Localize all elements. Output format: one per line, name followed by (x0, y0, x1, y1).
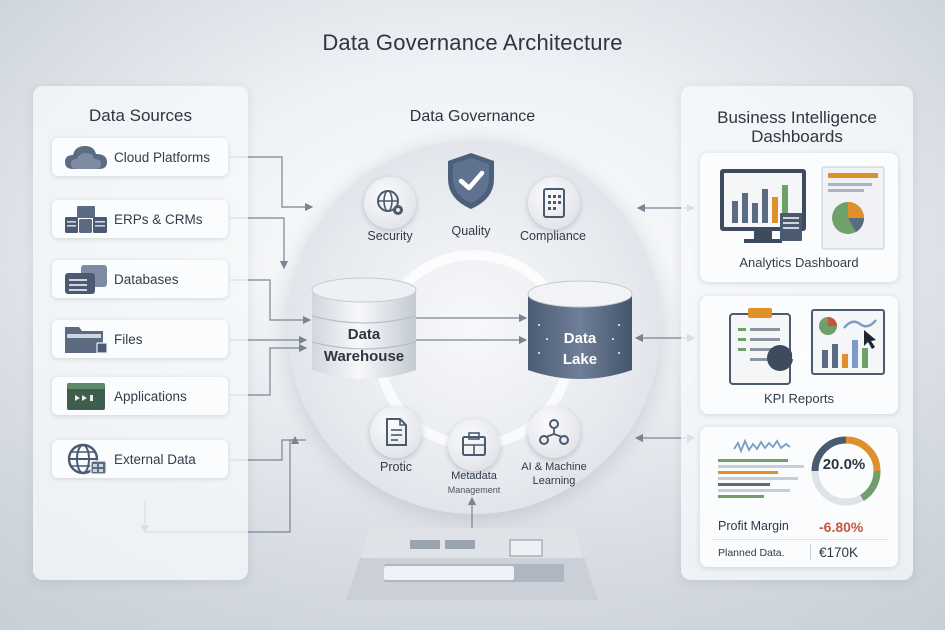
compliance-icon[interactable] (528, 177, 580, 229)
source-label: External Data (114, 451, 196, 467)
source-item-cloud[interactable]: Cloud Platforms (52, 138, 228, 176)
source-label: Cloud Platforms (114, 149, 211, 165)
source-label: Applications (114, 388, 187, 404)
kpi-badge: ER (791, 350, 807, 362)
data-sources-title: Data Sources (89, 106, 192, 125)
profit-margin-value: -6.80% (819, 519, 864, 535)
planned-data-value: €170K (819, 545, 859, 560)
compliance-label: Compliance (519, 229, 586, 243)
source-label: Databases (114, 271, 179, 287)
analytics-dashboard-card[interactable]: Analytics Dashboard (700, 153, 898, 282)
kpi-reports-card[interactable]: ER KPI Reports (700, 296, 898, 414)
kpi-reports-icon (729, 308, 885, 385)
document-icon[interactable] (370, 406, 422, 458)
security-icon[interactable] (364, 177, 416, 229)
folder-icon (62, 324, 110, 354)
protic-label: Protic (380, 460, 412, 474)
data-lake-label: Data Lake (524, 330, 636, 368)
quality-shield-icon[interactable] (444, 151, 498, 216)
data-warehouse-line1: Data (347, 326, 381, 343)
data-warehouse-label: Data Warehouse (308, 326, 420, 365)
ai-network-icon[interactable] (528, 406, 580, 458)
ai-ml-label: AI & Machine Learning (508, 460, 600, 488)
bi-title-line2: Dashboards (751, 127, 843, 146)
source-item-external-data[interactable]: External Data (52, 440, 228, 478)
metrics-card[interactable]: 20.0% Profit Margin -6.80% Planned Data.… (700, 427, 898, 567)
source-item-files[interactable]: Files (52, 320, 228, 358)
ai-ml-line2: Learning (532, 475, 576, 487)
metadata-icon[interactable] (448, 419, 500, 471)
page-title: Data Governance Architecture (322, 30, 623, 55)
source-label: Files (114, 331, 143, 347)
data-lake-line1: Data (563, 330, 597, 347)
profit-margin-label: Profit Margin (718, 519, 789, 533)
globe-icon (62, 443, 110, 475)
metadata-label: Metadata (451, 470, 497, 482)
source-item-erp-crm[interactable]: ERPs & CRMs (52, 200, 228, 238)
metrics-divider (712, 539, 888, 540)
servers-icon (62, 204, 110, 234)
kpi-reports-label: KPI Reports (763, 391, 835, 406)
analytics-dashboard-label: Analytics Dashboard (739, 255, 859, 270)
bi-title: Business Intelligence Dashboards (681, 108, 913, 146)
application-window-icon (62, 381, 110, 411)
planned-data-label: Planned Data. (718, 547, 785, 559)
data-warehouse-line2: Warehouse (323, 348, 405, 365)
data-lake-line2: Lake (562, 351, 598, 368)
security-label: Security (367, 229, 413, 243)
quality-label: Quality (451, 224, 491, 238)
source-item-databases[interactable]: Databases (52, 260, 228, 298)
bottom-platform (346, 528, 598, 600)
ai-ml-line1: AI & Machine (521, 461, 587, 473)
database-icon (62, 264, 110, 294)
source-label: ERPs & CRMs (114, 211, 203, 227)
metadata-sub-label: Management (447, 485, 501, 495)
gauge-value: 20.0% (822, 456, 866, 473)
cloud-icon (62, 142, 110, 172)
planned-divider (810, 544, 811, 560)
metrics-mini-charts (718, 436, 881, 506)
governance-title: Data Governance (409, 108, 536, 125)
analytics-dashboard-icon (720, 166, 885, 250)
bi-title-line1: Business Intelligence (717, 108, 877, 127)
source-item-applications[interactable]: Applications (52, 377, 228, 415)
data-sources-panel: Data Sources Cloud Platforms ERPs & CRMs… (33, 86, 248, 580)
data-lake-cylinder[interactable] (524, 278, 636, 386)
data-warehouse-cylinder[interactable] (308, 276, 420, 386)
